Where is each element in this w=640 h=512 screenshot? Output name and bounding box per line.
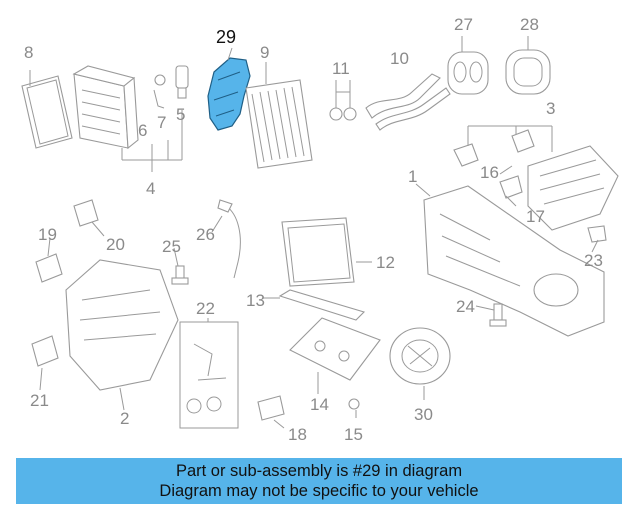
part-1-main-housing <box>423 185 605 337</box>
callout-14: 14 <box>310 395 329 414</box>
part-21-bracket <box>31 335 59 367</box>
callout-7: 7 <box>157 113 167 132</box>
part-14-tray <box>289 317 381 381</box>
part-9-cabin-filter <box>245 79 313 169</box>
callout-27: 27 <box>454 15 473 34</box>
part-heater-core <box>72 65 139 150</box>
part-30-blower <box>389 327 451 385</box>
parts-drawing <box>21 36 619 429</box>
callout-2: 2 <box>120 409 130 428</box>
part-18-block <box>257 395 285 421</box>
part-upper-housing <box>527 145 619 231</box>
callout-23: 23 <box>584 251 603 270</box>
callout-24: 24 <box>456 297 475 316</box>
part-12-filter <box>281 217 355 287</box>
leader-lines <box>29 36 599 429</box>
callout-13: 13 <box>246 291 265 310</box>
callout-30: 30 <box>414 405 433 424</box>
part-5-sensor <box>175 65 189 99</box>
parts-diagram: 8 6 7 5 4 29 9 11 10 27 28 3 16 1 17 26 … <box>21 15 619 444</box>
callout-3: 3 <box>546 99 556 118</box>
callout-12: 12 <box>376 253 395 272</box>
part-23-screw <box>587 225 607 243</box>
part-20-mount <box>73 199 99 227</box>
part-2-lower-housing <box>65 259 179 391</box>
callout-9: 9 <box>260 43 270 62</box>
callout-4: 4 <box>146 179 156 198</box>
callout-17: 17 <box>526 207 545 226</box>
callout-16: 16 <box>480 163 499 182</box>
callout-25: 25 <box>162 237 181 256</box>
callout-8: 8 <box>24 43 34 62</box>
part-11-clips <box>329 107 357 121</box>
banner-line-2: Diagram may not be specific to your vehi… <box>159 482 479 500</box>
callout-6: 6 <box>138 121 148 140</box>
callout-11: 11 <box>332 59 350 78</box>
callout-20: 20 <box>106 235 125 254</box>
callout-26: 26 <box>196 225 215 244</box>
part-10-pipes <box>365 73 451 131</box>
info-banner: Part or sub-assembly is #29 in diagram D… <box>16 458 622 504</box>
part-28-seal <box>505 49 551 95</box>
part-27-gasket <box>447 51 489 95</box>
part-25-screw <box>171 265 189 285</box>
part-13-strip <box>278 289 366 321</box>
callout-21: 21 <box>30 391 49 410</box>
part-8-filter-frame <box>21 75 73 149</box>
part-26-hose <box>217 199 241 279</box>
part-15-screw <box>348 398 360 410</box>
callout-1: 1 <box>408 167 418 186</box>
part-24-screw <box>489 303 507 327</box>
callout-29: 29 <box>216 27 237 47</box>
callout-15: 15 <box>344 425 363 444</box>
part-19-bracket <box>35 253 63 283</box>
part-22-kit <box>179 321 239 429</box>
callout-10: 10 <box>390 49 409 68</box>
part-29-duct-highlighted <box>207 47 251 131</box>
callout-19: 19 <box>38 225 57 244</box>
callout-28: 28 <box>520 15 539 34</box>
banner-line-1: Part or sub-assembly is #29 in diagram <box>175 462 463 480</box>
callout-5: 5 <box>176 105 186 124</box>
part-3-actuators <box>453 129 535 199</box>
callout-22: 22 <box>196 299 215 318</box>
part-7-clip <box>153 74 166 109</box>
callout-18: 18 <box>288 425 307 444</box>
